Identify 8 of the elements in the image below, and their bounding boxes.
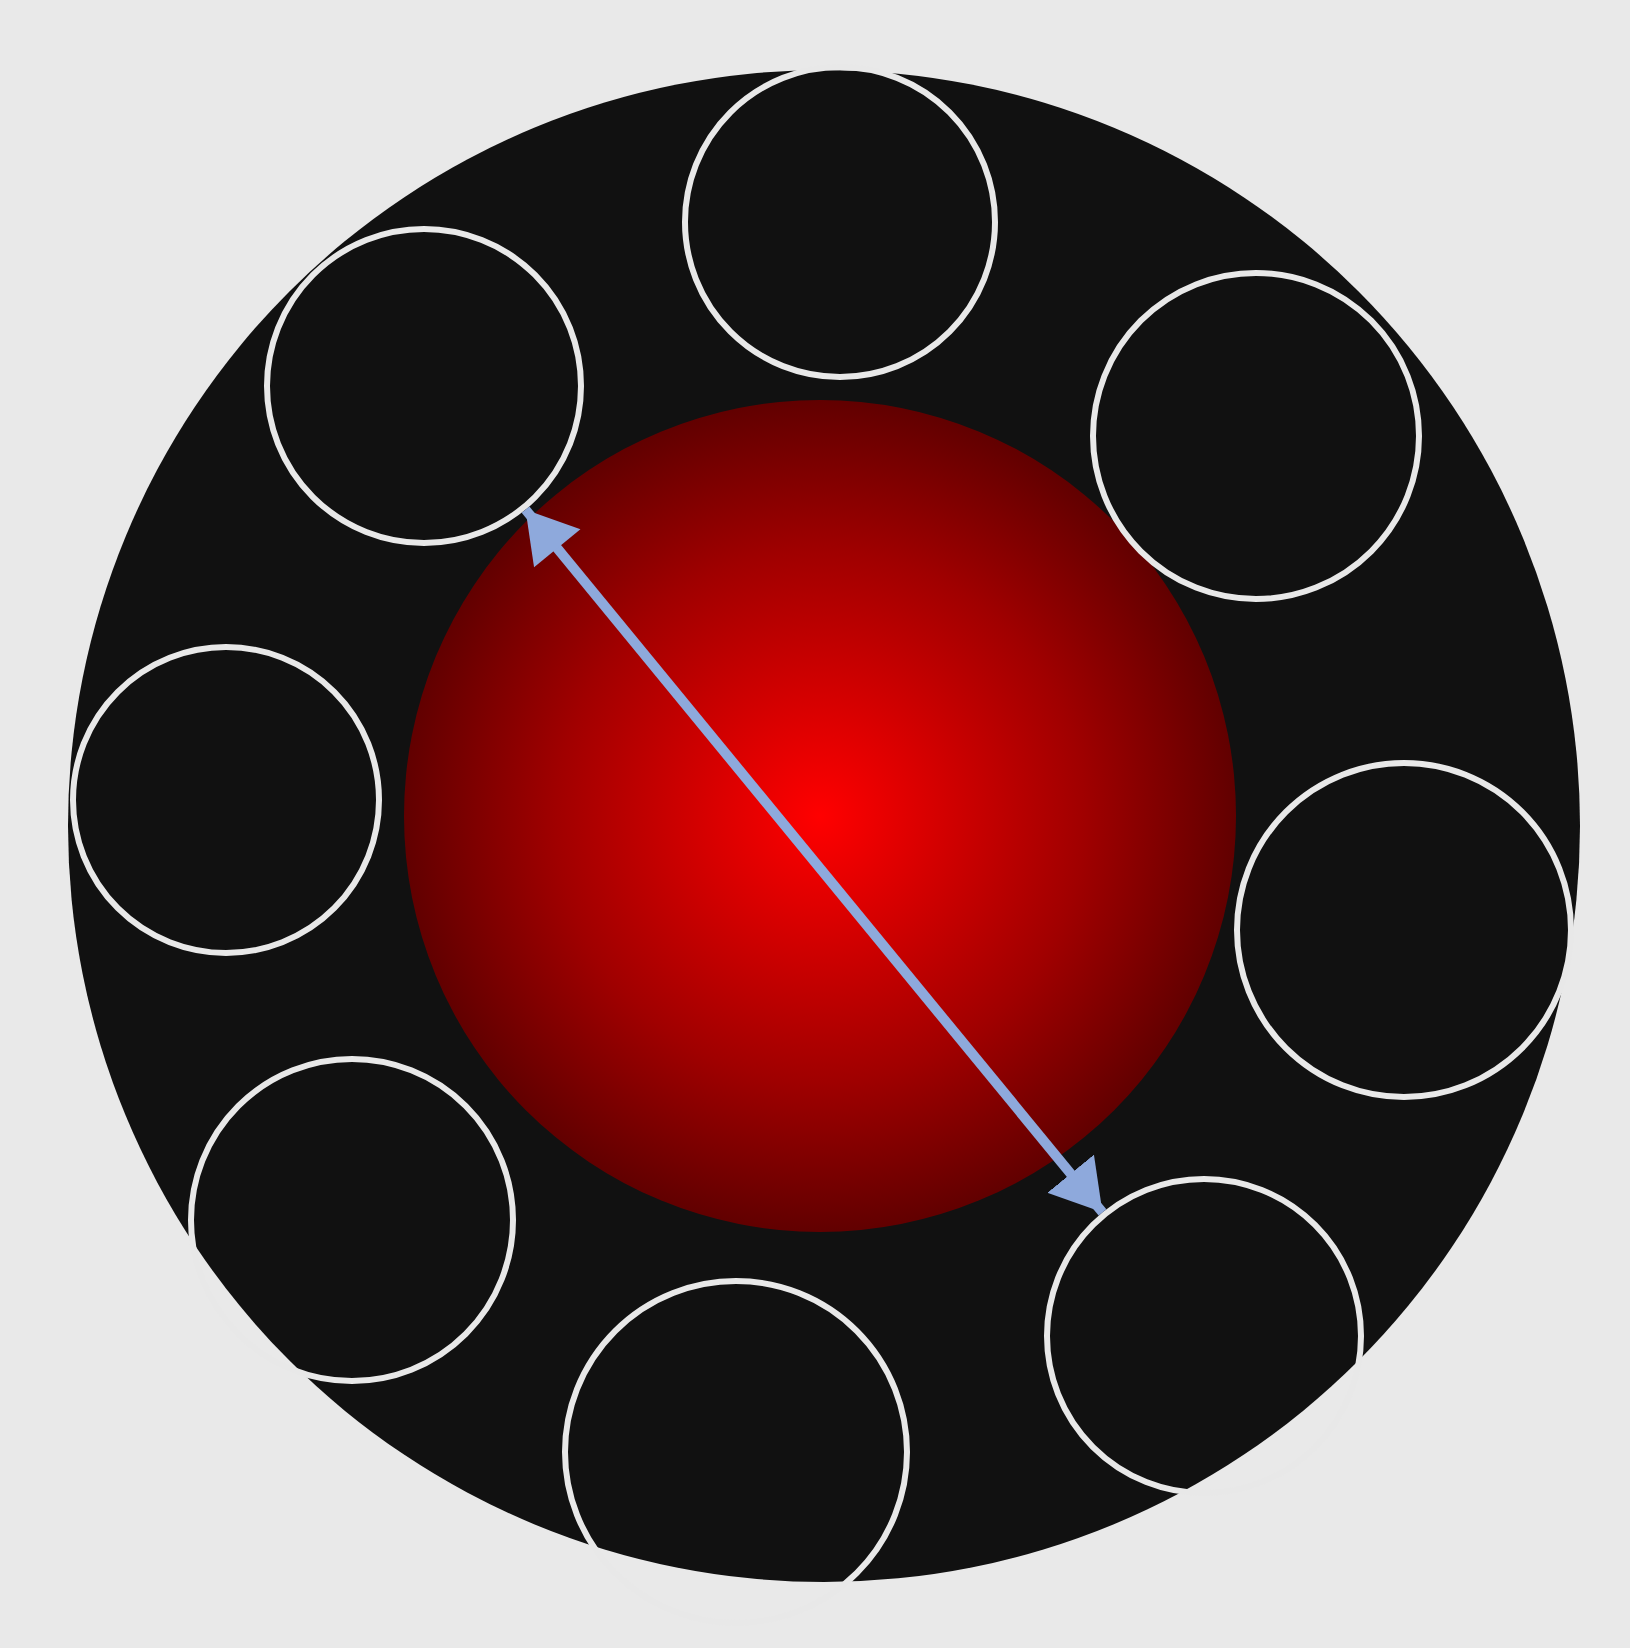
circle-outline [1044,1176,1364,1496]
circle-outline [188,1056,516,1384]
circle-outline [1090,270,1422,602]
double-arrow [521,506,1107,1216]
circle-outline [264,226,584,546]
circle-outline [70,644,382,956]
circle-outline [682,64,998,380]
circle-outline [1234,760,1574,1100]
